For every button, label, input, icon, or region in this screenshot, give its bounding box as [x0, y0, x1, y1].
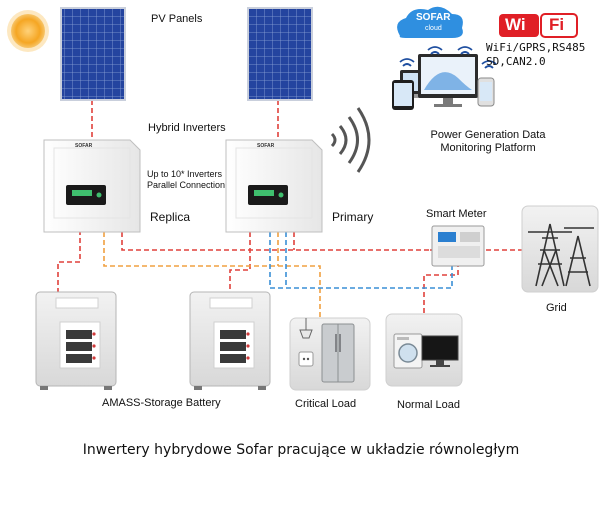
phone-icon: [477, 77, 495, 107]
pv-panels-label: PV Panels: [151, 13, 203, 25]
grid-label: Grid: [546, 302, 567, 314]
lamp-icon: [299, 318, 313, 339]
inverter-replica: [43, 139, 141, 233]
wifi-signal-icon: [399, 46, 497, 69]
figure-caption: Inwertery hybrydowe Sofar pracujące w uk…: [82, 442, 520, 458]
grid-box: [521, 205, 599, 293]
cloud-brand-text: SOFAR: [416, 12, 451, 23]
wireless-signal-icon: [330, 107, 371, 173]
wifi-badge-icon: [499, 13, 578, 38]
monitoring-line1: Power Generation Data: [430, 129, 546, 141]
grid-to-normal-load-line: [423, 262, 459, 314]
inverter-primary-brand: SOFAR: [257, 143, 275, 149]
normal-load-label: Normal Load: [397, 399, 460, 411]
pv-panel-right: [247, 7, 313, 101]
parallel-connection-note: Up to 10* Inverters Parallel Connection: [147, 169, 225, 191]
pv-panel-left: [60, 7, 126, 101]
load-wiring: [103, 232, 321, 318]
tablet-icon: [392, 80, 414, 110]
primary-to-meter-comm-line: [269, 232, 453, 289]
battery-label: AMASS-Storage Battery: [102, 397, 221, 409]
wall-outlet-icon: [298, 351, 314, 367]
inverter-ac-bus-line: [121, 232, 430, 251]
parallel-note-line2: Parallel Connection: [147, 180, 226, 190]
monitoring-devices: [392, 46, 497, 110]
battery-right: [189, 291, 271, 390]
sofar-cloud-icon: [397, 6, 463, 39]
comms-line2: SD,CAN2.0: [486, 55, 546, 68]
power-tower-icon: [528, 223, 594, 287]
washing-machine-icon: [393, 333, 423, 369]
primary-to-battery-line: [229, 232, 251, 292]
replica-label: Replica: [150, 210, 191, 224]
parallel-note-line1: Up to 10* Inverters: [147, 169, 223, 179]
hybrid-inverters-label: Hybrid Inverters: [148, 122, 226, 134]
smart-meter-label: Smart Meter: [426, 208, 487, 220]
refrigerator-icon: [321, 323, 355, 383]
monitor-icon: [418, 54, 478, 107]
monitoring-platform-label: Power Generation Data Monitoring Platfor…: [418, 129, 558, 155]
cloud-sub-text: cloud: [425, 25, 442, 32]
monitoring-line2: Monitoring Platform: [440, 142, 536, 154]
television-icon: [421, 335, 459, 367]
comms-line1: WiFi/GPRS,RS485: [486, 41, 586, 54]
primary-label: Primary: [332, 210, 374, 224]
sun-icon: [7, 10, 49, 52]
wifi-logo-left: Wi: [505, 15, 526, 34]
replica-to-battery-line: [57, 230, 81, 292]
battery-left: [35, 291, 117, 390]
smart-meter-icon: [431, 225, 485, 267]
comms-protocols: WiFi/GPRS,RS485 SD,CAN2.0: [486, 41, 585, 69]
wifi-logo-right: Fi: [549, 15, 565, 34]
comm-wiring: [269, 232, 453, 289]
inverter-primary: [225, 139, 323, 233]
critical-load-label: Critical Load: [295, 398, 357, 410]
inverter-replica-brand: SOFAR: [75, 143, 93, 149]
replica-to-critical-load-line: [103, 232, 321, 318]
